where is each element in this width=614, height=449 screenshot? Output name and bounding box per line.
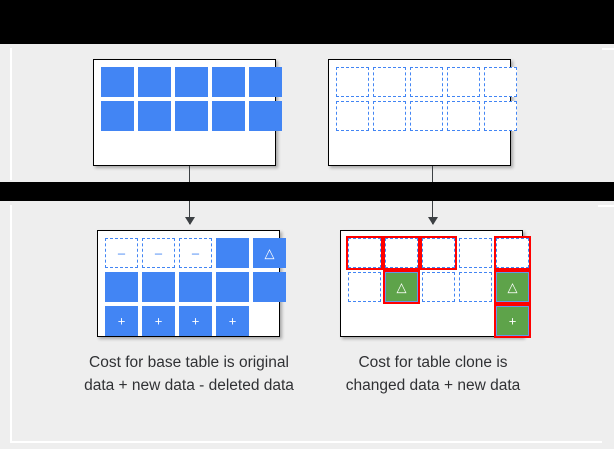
- table-cell: [459, 272, 492, 302]
- table-cell: [410, 101, 443, 131]
- table-clone-before: [328, 59, 517, 166]
- lower-panel-left-rule: [10, 205, 12, 443]
- table-cell: [138, 67, 171, 97]
- cell-glyph: –: [191, 245, 200, 260]
- base-table-before-grid: [101, 67, 282, 131]
- table-cell: [253, 306, 286, 336]
- table-cell: [422, 306, 455, 336]
- arrow-table-clone-head: [427, 217, 438, 225]
- base-table-after: – – – △ + + + +: [97, 230, 286, 337]
- table-cell: [336, 101, 369, 131]
- table-cell: [447, 101, 480, 131]
- table-cell: +: [142, 306, 175, 336]
- table-cell: [346, 236, 383, 270]
- table-cell: [494, 236, 531, 270]
- table-cell: [385, 306, 418, 336]
- cell-glyph: +: [191, 313, 200, 328]
- table-cell: [348, 306, 381, 336]
- table-cell: [447, 67, 480, 97]
- table-cell: [101, 101, 134, 131]
- table-cell: [249, 101, 282, 131]
- letterbox-bar-top: [0, 0, 614, 44]
- cell-glyph: +: [508, 313, 517, 328]
- table-cell: [179, 272, 212, 302]
- table-cell: [484, 101, 517, 131]
- table-cell: [484, 67, 517, 97]
- table-cell: [105, 272, 138, 302]
- cell-glyph: +: [154, 313, 163, 328]
- table-clone-before-grid: [336, 67, 517, 131]
- cell-glyph: △: [264, 245, 275, 260]
- arrow-base-table-head: [184, 217, 195, 225]
- table-clone-after: △ △ +: [340, 230, 531, 338]
- table-cell: [348, 272, 381, 302]
- table-cell: [175, 67, 208, 97]
- cell-glyph: –: [154, 245, 163, 260]
- table-cell: [253, 272, 286, 302]
- table-clone-after-grid: △ △ +: [346, 236, 531, 338]
- caption-base-table: Cost for base table is original data + n…: [84, 354, 294, 394]
- table-cell: [420, 236, 457, 270]
- table-cell: △: [253, 238, 286, 268]
- table-cell: △: [383, 270, 420, 304]
- table-cell: +: [216, 306, 249, 336]
- table-cell: [249, 67, 282, 97]
- letterbox-bar-middle: [0, 182, 614, 201]
- table-cell: △: [494, 270, 531, 304]
- table-cell: [422, 272, 455, 302]
- table-cell: [410, 67, 443, 97]
- cell-glyph: +: [228, 313, 237, 328]
- lower-panel-right-rule: [598, 205, 614, 207]
- table-cell: –: [142, 238, 175, 268]
- table-cell: [383, 236, 420, 270]
- table-cell: [459, 306, 492, 336]
- table-cell: –: [105, 238, 138, 268]
- table-cell: +: [179, 306, 212, 336]
- base-table-after-grid: – – – △ + + + +: [105, 238, 286, 336]
- table-cell: [101, 67, 134, 97]
- table-cell: [216, 272, 249, 302]
- table-cell: [459, 238, 492, 268]
- lower-panel-bottom-rule: [10, 441, 602, 443]
- cell-glyph: –: [117, 245, 126, 260]
- upper-panel-left-rule: [10, 48, 12, 180]
- cell-glyph: +: [117, 313, 126, 328]
- table-cell: [373, 101, 406, 131]
- base-table-before: [93, 59, 282, 166]
- table-cell: [142, 272, 175, 302]
- caption-table-clone: Cost for table clone is changed data + n…: [345, 354, 521, 394]
- table-cell: +: [494, 304, 531, 338]
- table-cell: [336, 67, 369, 97]
- table-cell: [175, 101, 208, 131]
- table-cell: [212, 101, 245, 131]
- cell-glyph: △: [396, 279, 407, 294]
- table-cell: [216, 238, 249, 268]
- cell-glyph: △: [507, 279, 518, 294]
- table-cell: [212, 67, 245, 97]
- table-cell: +: [105, 306, 138, 336]
- table-cell: –: [179, 238, 212, 268]
- table-cell: [138, 101, 171, 131]
- upper-panel-right-rule: [602, 48, 614, 50]
- table-cell: [373, 67, 406, 97]
